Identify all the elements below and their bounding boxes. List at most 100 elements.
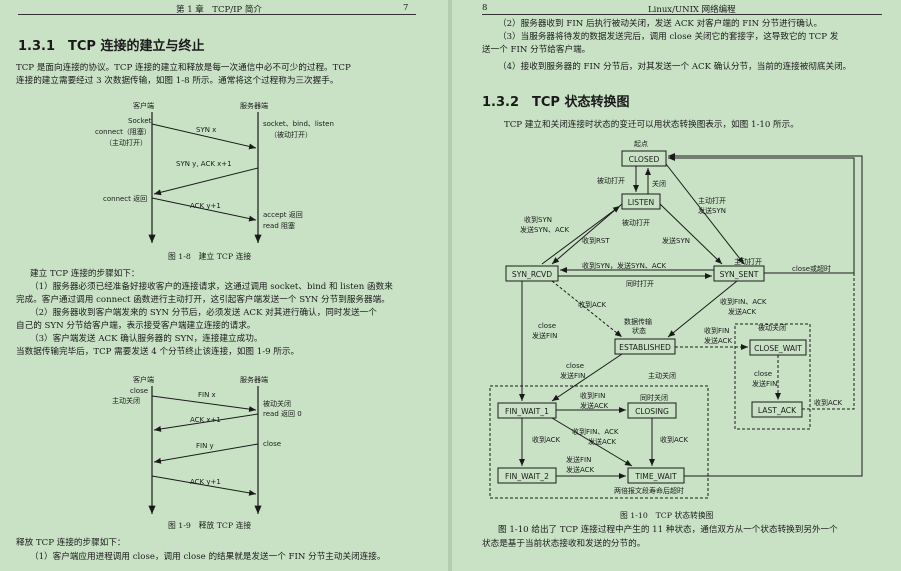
fig10-arrow-close-timeout <box>668 155 855 274</box>
fig8-msg-syn: SYN x <box>196 126 216 134</box>
fig10-close-b-label-1: close <box>566 362 584 370</box>
fig10-recv-fin-label-2: 发送ACK <box>704 336 733 345</box>
steps-title: 建立 TCP 连接的步骤如下： <box>30 269 140 279</box>
fig10-arrow-listen-synrcvd <box>551 203 623 265</box>
fig10-passive-open-label: 被动打开 <box>597 176 625 185</box>
fig9-msg-ack-y1: ACK y+1 <box>190 478 221 486</box>
figure-1-9-four-way-close: 客户端 服务器端 close 主动关闭 FIN x 被动关闭 read 返回 0… <box>112 375 302 514</box>
fig10-active-open-label: 主动打开 <box>698 196 726 205</box>
fig9-server-note3: close <box>263 440 281 448</box>
fig10-close-send-fin-label-2: 发送FIN <box>532 331 557 340</box>
fig10-close-c-label-1: close <box>754 370 772 378</box>
section-title-1-3-1: 1.3.1 TCP 连接的建立与终止 <box>18 39 205 54</box>
fig10-send-syn-label: 发送SYN <box>698 206 726 215</box>
fig10-passive-open2-label: 被动打开 <box>622 218 650 227</box>
fig9-client-title: 客户端 <box>133 375 154 384</box>
fig10-close-label: 关闭 <box>652 179 666 188</box>
section-title-1-3-2: 1.3.2 TCP 状态转换图 <box>482 95 630 110</box>
fig10-close-b-label-2: 发送FIN <box>560 371 585 380</box>
step-line-4: 自己的 SYN 分节给客户端，表示接受客户端建立连接的请求。 <box>16 321 256 331</box>
fig9-msg-ack-x1: ACK x+1 <box>190 416 221 424</box>
fig9-caption: 图 1-9 释放 TCP 连接 <box>168 521 252 530</box>
fig8-client-note1: Socket <box>128 117 152 125</box>
fig10-synsent-established-label-1: 收到FIN、ACK <box>720 297 767 306</box>
fig9-msg-fin-x: FIN x <box>198 391 216 399</box>
fig9-server-note1: 被动关闭 <box>263 399 291 408</box>
state-closed <box>621 150 667 167</box>
fig9-client-note1: close <box>130 387 148 395</box>
para-top-line-1: （2）服务器收到 FIN 后执行被动关闭，发送 ACK 对客户端的 FIN 分节… <box>498 19 823 29</box>
fig8-arrow-ack <box>151 197 257 222</box>
fig9-client-note2: 主动关闭 <box>112 396 140 405</box>
state-listen <box>621 193 661 210</box>
right-header-rule <box>482 14 882 15</box>
state-closed-label: CLOSED <box>629 155 660 164</box>
fig10-recv-syn-label-2: 发送SYN、ACK <box>520 225 570 234</box>
fig9-server-title: 服务器端 <box>240 375 268 384</box>
fig10-fw1-recvfinack-label-1: 收到FIN、ACK <box>572 427 619 436</box>
fig10-closing-recvack-label: 收到ACK <box>660 435 689 444</box>
fig9-server-note2: read 返回 0 <box>263 410 302 418</box>
state-listen-label: LISTEN <box>628 198 654 207</box>
fig10-fw1-recvack-label: 收到ACK <box>532 435 561 444</box>
fig10-arrow-last-ack-closed <box>802 162 855 410</box>
fig10-fw1-recvfin-label-2: 发送ACK <box>580 401 609 410</box>
fig10-close-c-label-2: 发送FIN <box>752 379 777 388</box>
step-line-3: （2）服务器收到客户端发来的 SYN 分节后，必须发送 ACK 对其进行确认，同… <box>30 308 377 318</box>
state-fin-wait-2-label: FIN_WAIT_2 <box>505 472 549 481</box>
fig10-fw2-label-1: 发送FIN <box>566 455 591 464</box>
figure-1-10-tcp-state-diagram: CLOSED LISTEN SYN_RCVD SYN_SENT ESTABLIS… <box>489 140 863 499</box>
state-closing-label: CLOSING <box>635 407 669 416</box>
fig10-start-label: 起点 <box>634 140 648 148</box>
fig10-arrow-recv-ack <box>551 280 623 338</box>
fig10-fw1-recvfinack-label-2: 发送ACK <box>588 437 617 446</box>
fig10-recv-ack-label: 收到ACK <box>578 300 607 309</box>
release-title: 释放 TCP 连接的步骤如下： <box>16 538 126 548</box>
fig8-client-note2: connect（阻塞） <box>95 127 151 136</box>
fig9-arrow-fin-y <box>153 443 259 464</box>
fig10-simul-open2-label: 同时打开 <box>626 279 654 288</box>
fig10-close-timeout-label: close或超时 <box>792 264 831 273</box>
state-syn-rcvd <box>505 265 559 282</box>
fig10-arrow-listen-synsent <box>659 203 723 265</box>
fig8-client-note3: （主动打开） <box>105 138 147 147</box>
left-page-number: 7 <box>403 3 409 13</box>
fig10-fw1-recvfin-label-1: 收到FIN <box>580 391 605 400</box>
fig10-arrow-timewait-closed <box>668 153 863 477</box>
fig10-caption: 图 1-10 TCP 状态转换图 <box>620 511 714 520</box>
left-page: 第 1 章 TCP/IP 简介 7 1.3.1 TCP 连接的建立与终止 TCP… <box>0 0 448 571</box>
fig8-server-return2: read 阻塞 <box>263 221 295 230</box>
fig10-arrow-synsent-established <box>667 280 738 338</box>
fig8-client-return: connect 返回 <box>103 195 147 203</box>
para-top-line-3: 送一个 FIN 分节给客户端。 <box>482 45 591 55</box>
fig10-recv-fin-label-1: 收到FIN <box>704 326 729 335</box>
fig10-timeout-note: 两倍报文段寿命后超时 <box>614 486 684 495</box>
fig10-synsent-established-label-2: 发送ACK <box>728 307 757 316</box>
para-top-line-2: （3）当服务器将待发的数据发送完后，调用 close 关闭它的套接字，这导致它的… <box>498 32 839 42</box>
state-last-ack-label: LAST_ACK <box>758 406 797 415</box>
fig8-caption: 图 1-8 建立 TCP 连接 <box>168 252 252 261</box>
fig9-arrow-ack-y1 <box>151 475 257 496</box>
fig10-active-close-label: 主动关闭 <box>648 371 676 380</box>
fig8-server-note1: socket、bind、listen <box>263 120 334 128</box>
release-step-1: （1）客户端应用进程调用 close，调用 close 的结果就是发送一个 FI… <box>30 552 386 562</box>
fig8-msg-synack: SYN y, ACK x+1 <box>176 160 232 168</box>
fig8-server-note2: （被动打开） <box>270 130 312 139</box>
fig10-simul-close-label: 同时关闭 <box>640 393 668 402</box>
fig9-msg-fin-y: FIN y <box>196 442 214 450</box>
fig10-active-open2-label: 主动打开 <box>734 257 762 266</box>
fig8-server-return1: accept 返回 <box>263 211 303 219</box>
left-header-rule <box>18 14 416 15</box>
fig10-send-syn2-label: 发送SYN <box>662 236 690 245</box>
right-header-book: Linux/UNIX 网络编程 <box>648 5 736 15</box>
fig10-arrow-finwait1-timewait <box>551 417 633 467</box>
state-established-label: ESTABLISHED <box>619 343 671 352</box>
fig10-close-send-fin-label-1: close <box>538 322 556 330</box>
fig10-arrow-rst <box>541 205 621 265</box>
state-syn-rcvd-label: SYN_RCVD <box>512 270 552 279</box>
fig10-passive-close-group <box>734 323 811 430</box>
fig10-arrow-established-finwait1 <box>551 353 623 402</box>
fig10-data-state-label-2: 状态 <box>632 326 646 335</box>
para-bottom-line-1: 图 1-10 给出了 TCP 连接过程中产生的 11 种状态，通信双方从一个状态… <box>498 525 838 535</box>
fig10-recv-syn-label-1: 收到SYN <box>524 215 552 224</box>
